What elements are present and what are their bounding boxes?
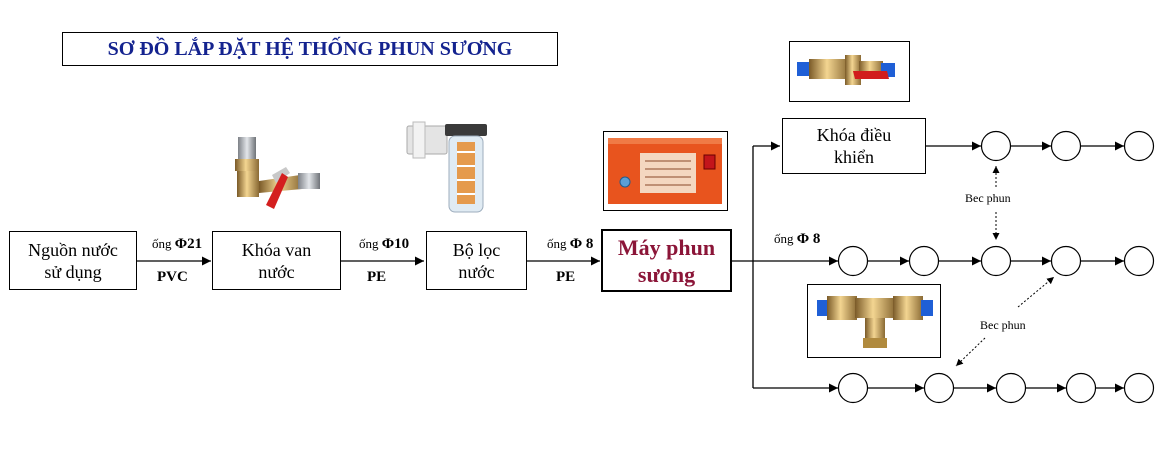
- pipe-label: ống Φ 8: [547, 236, 594, 252]
- nozzle-node: [995, 372, 1027, 404]
- pipe-material: PVC: [157, 269, 188, 285]
- nozzle-label: Bec phun: [980, 318, 1026, 332]
- pipe-label: ống Φ10: [359, 236, 410, 252]
- nozzle-node: [1050, 245, 1082, 277]
- pipe-label: ống Φ21: [152, 236, 203, 252]
- mist-pump-icon: [603, 131, 728, 211]
- nozzle-node: [908, 245, 940, 277]
- nozzle-node: [980, 130, 1012, 162]
- source-box: Nguồn nước sử dụng: [9, 231, 137, 290]
- ball-valve-icon: [235, 137, 320, 209]
- control-box: Khóa điều khiển: [782, 118, 926, 174]
- nozzle-node: [923, 372, 955, 404]
- pipe-material: PE: [367, 269, 387, 285]
- tee-fitting-icon: [807, 284, 941, 358]
- nozzle-node: [980, 245, 1012, 277]
- filter-box: Bộ lọc nước: [426, 231, 527, 290]
- nozzle-node: [837, 245, 869, 277]
- nozzle-label: Bec phun: [965, 191, 1011, 205]
- nozzle-node: [1065, 372, 1097, 404]
- brass-valve-icon: [789, 41, 910, 102]
- water-filter-icon: [406, 121, 487, 213]
- nozzle-node: [1123, 372, 1155, 404]
- diagram-title: SƠ ĐỒ LẮP ĐẶT HỆ THỐNG PHUN SƯƠNG: [62, 32, 558, 66]
- pointer-dotted: [955, 337, 986, 367]
- pipe-material: PE: [556, 269, 576, 285]
- nozzle-node: [837, 372, 869, 404]
- pointer-dotted: [1017, 276, 1055, 308]
- valve-box: Khóa van nước: [212, 231, 341, 290]
- pipe-label: ống Φ 8: [774, 231, 821, 247]
- nozzle-node: [1123, 245, 1155, 277]
- machine-box: Máy phun sương: [601, 229, 732, 292]
- nozzle-node: [1050, 130, 1082, 162]
- nozzle-node: [1123, 130, 1155, 162]
